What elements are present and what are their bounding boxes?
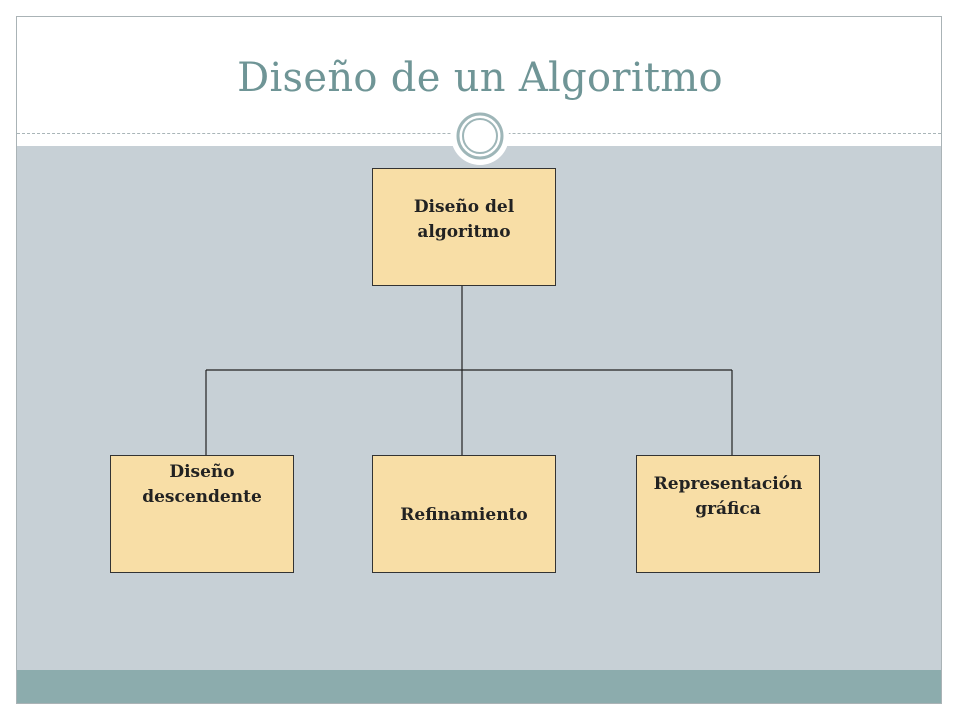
node-representacion-grafica: Representación gráfica (636, 455, 820, 573)
node-label: Diseño del algoritmo (413, 197, 515, 242)
node-label: Representación gráfica (653, 474, 803, 519)
node-refinamiento: Refinamiento (372, 455, 556, 573)
node-label: Diseño descendente (142, 462, 262, 507)
node-diseno-descendente: Diseño descendente (110, 455, 294, 573)
footer-bar (17, 670, 941, 704)
circle-ornament-icon (451, 107, 509, 165)
node-diseno-del-algoritmo: Diseño del algoritmo (372, 168, 556, 286)
node-label: Refinamiento (400, 504, 528, 525)
slide-frame (16, 16, 942, 704)
slide-title: Diseño de un Algoritmo (237, 55, 723, 101)
